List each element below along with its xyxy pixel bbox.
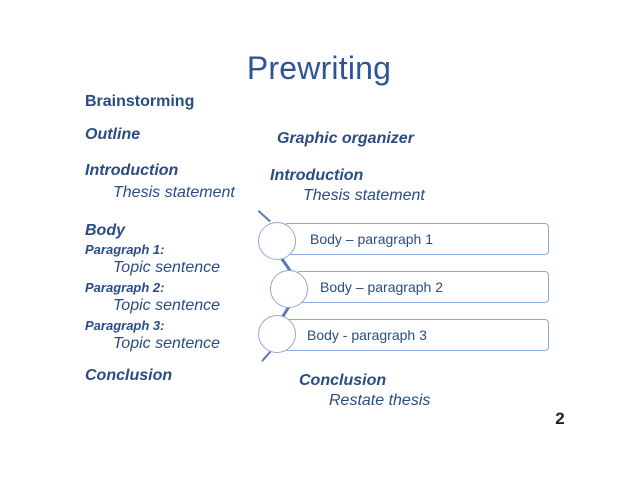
outline-item-paragraph-3: Paragraph 3: (85, 318, 165, 333)
outline-heading-outline: Outline (85, 126, 141, 143)
organizer-box-2-label: Body – paragraph 2 (320, 279, 443, 295)
organizer-circle-3[interactable] (258, 315, 296, 353)
organizer-box-1-label: Body – paragraph 1 (310, 231, 433, 247)
organizer-box-2[interactable] (296, 271, 549, 303)
organizer-heading-introduction: Introduction (270, 167, 364, 184)
outline-item-paragraph-2: Paragraph 2: (85, 280, 165, 295)
organizer-circle-2[interactable] (270, 270, 308, 308)
connector-line-top (257, 210, 271, 223)
outline-item-topic-sentence-2: Topic sentence (113, 297, 221, 314)
outline-item-topic-sentence-3: Topic sentence (113, 335, 221, 352)
page-number: 2 (555, 409, 565, 428)
organizer-circle-1[interactable] (258, 222, 296, 260)
outline-item-thesis-statement: Thesis statement (113, 184, 235, 201)
outline-heading-conclusion: Conclusion (85, 367, 173, 384)
outline-heading-introduction: Introduction (85, 162, 179, 179)
organizer-box-3[interactable] (284, 319, 549, 351)
organizer-box-3-label: Body - paragraph 3 (307, 327, 427, 343)
organizer-heading-conclusion: Conclusion (299, 372, 387, 389)
outline-item-paragraph-1: Paragraph 1: (85, 242, 165, 257)
organizer-item-restate-thesis: Restate thesis (329, 392, 431, 409)
outline-heading-brainstorming: Brainstorming (85, 93, 195, 110)
outline-item-topic-sentence-1: Topic sentence (113, 259, 221, 276)
page-title: Prewriting (246, 50, 392, 86)
organizer-heading-graphic-organizer: Graphic organizer (277, 130, 414, 147)
outline-heading-body: Body (85, 222, 125, 239)
organizer-item-thesis-statement: Thesis statement (303, 187, 425, 204)
organizer-box-1[interactable] (284, 223, 549, 255)
